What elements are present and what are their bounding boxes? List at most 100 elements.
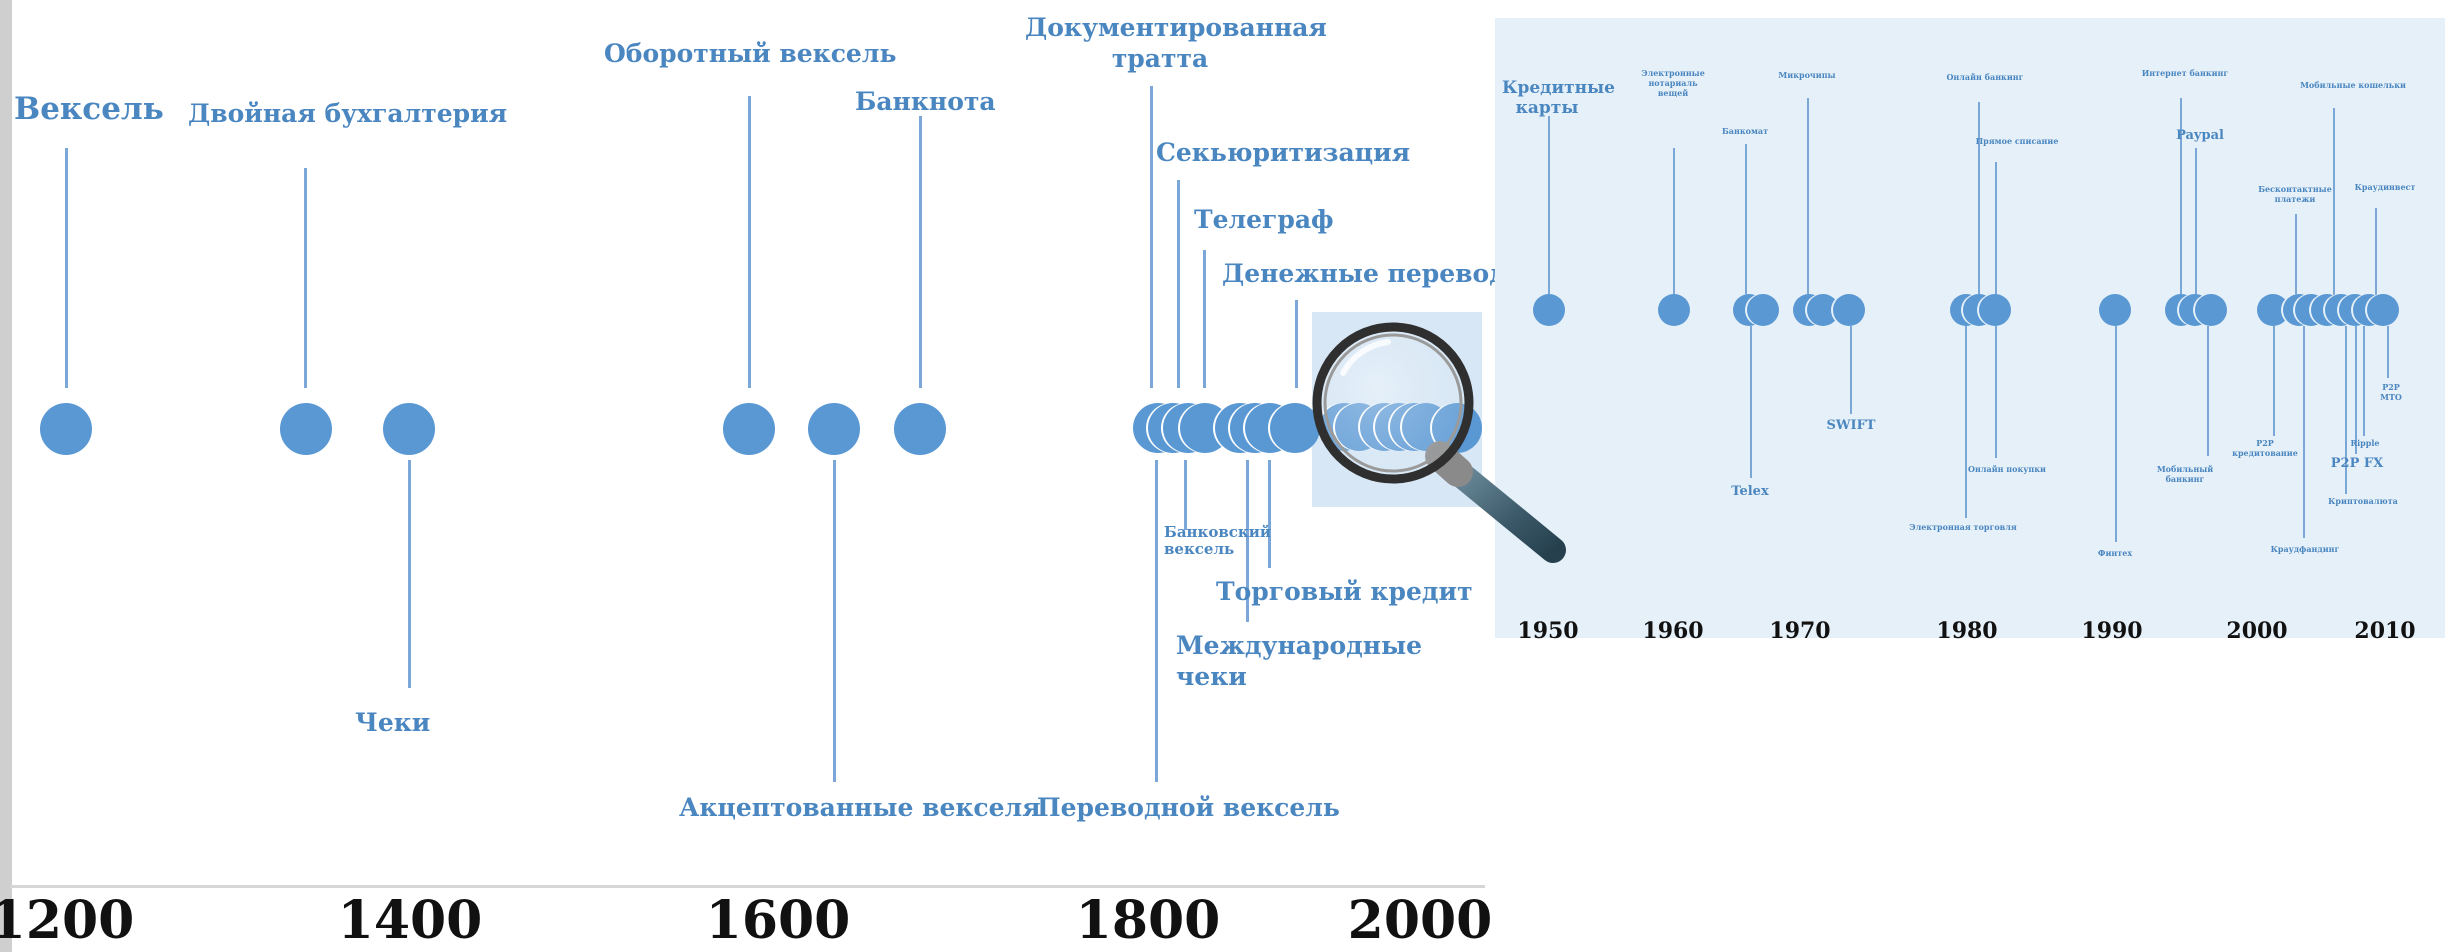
label-trade-credit: Торговый кредит <box>1216 577 1473 606</box>
stem-bank-bill <box>1184 460 1187 530</box>
rdot-direct-debit <box>1979 294 2011 326</box>
rlabel-crowdfunding: Краудфандинг <box>2270 544 2340 554</box>
rstem-bankomat <box>1745 144 1747 296</box>
rlabel-direct-debit: Прямое списание <box>1975 136 2059 146</box>
rlabel-microchips: Микрочипы <box>1778 70 1836 80</box>
raxis-year-1990: 1990 <box>2081 618 2143 644</box>
dot-money-transfers <box>1270 403 1320 453</box>
rlabel-online-shopping: Онлайн покупки <box>1968 464 2046 474</box>
label-money-transfers: Денежные переводы <box>1222 259 1531 288</box>
rlabel-fintech: Финтех <box>2097 548 2133 558</box>
axis-year-1200: 1200 <box>0 890 135 951</box>
rlabel-p2p-fx: P2P FX <box>2330 456 2384 471</box>
rlabel-telex: Telex <box>1731 484 1769 499</box>
rstem-fintech <box>2115 326 2117 542</box>
axis-year-1600: 1600 <box>705 890 851 951</box>
rlabel-internet-banking: Интернет банкинг <box>2141 68 2229 78</box>
label-banknote: Банкнота <box>855 87 996 116</box>
stem-cheques <box>408 460 411 688</box>
rstem-paypal <box>2195 148 2197 296</box>
dot-accepted-bills <box>808 403 860 455</box>
raxis-year-1950: 1950 <box>1517 618 1579 644</box>
raxis-year-1970: 1970 <box>1769 618 1831 644</box>
label-cheques: Чеки <box>355 708 431 737</box>
axis-year-2000: 2000 <box>1347 890 1493 951</box>
rdot-fintech <box>2099 294 2131 326</box>
stem-banknote <box>919 116 922 388</box>
rstem-contactless <box>2295 214 2297 296</box>
stem-negotiable-bill <box>748 96 751 388</box>
stem-intl-cheques <box>1246 460 1249 622</box>
rdot-bankomat <box>1747 294 1779 326</box>
rstem-crowdinvest <box>2375 208 2377 296</box>
stem-telegraph <box>1203 250 1206 388</box>
label-intl-cheques: Международные чеки <box>1176 631 1423 691</box>
left-border <box>0 0 12 952</box>
raxis-year-1980: 1980 <box>1936 618 1998 644</box>
rstem-crowdfunding <box>2303 326 2305 538</box>
label-telegraph: Телеграф <box>1194 205 1334 234</box>
dot-veksel <box>40 403 92 455</box>
label-transfer-bill: Переводной вексель <box>1037 793 1340 822</box>
rstem-swift <box>1850 326 1852 414</box>
rstem-p2p-mto <box>2387 326 2389 378</box>
rdot-credit-cards <box>1533 294 1565 326</box>
axis-line <box>10 885 1485 888</box>
stem-securitization <box>1177 180 1180 388</box>
stem-documented-draft <box>1150 86 1153 388</box>
rstem-mobile-wallets <box>2333 108 2335 296</box>
rlabel-swift: SWIFT <box>1826 418 1876 433</box>
rstem-telex <box>1750 326 1752 478</box>
rstem-electronic-register <box>1673 148 1675 296</box>
rlabel-crowdinvest: Краудинвест <box>2354 182 2416 192</box>
rdot-electronic-register <box>1658 294 1690 326</box>
rlabel-bankomat: Банкомат <box>1721 126 1769 136</box>
rlabel-online-banking: Онлайн банкинг <box>1946 72 2024 82</box>
rstem-online-banking <box>1978 102 1980 296</box>
stem-transfer-bill <box>1155 460 1158 782</box>
label-accepted-bills: Акцептованные векселя <box>679 793 1041 822</box>
rstem-direct-debit <box>1995 162 1997 296</box>
dot-banknote <box>894 403 946 455</box>
rstem-online-shopping <box>1995 326 1997 458</box>
label-veksel: Вексель <box>14 91 164 127</box>
label-negotiable-bill: Оборотный вексель <box>604 39 897 68</box>
rlabel-electronic-trading: Электронная торговля <box>1909 522 2017 532</box>
stem-trade-credit <box>1268 460 1271 568</box>
stem-veksel <box>65 148 68 388</box>
rlabel-cryptocurrency: Криптовалюта <box>2328 496 2398 506</box>
rdot-crowdinvest <box>2367 294 2399 326</box>
raxis-year-2010: 2010 <box>2354 618 2416 644</box>
dot-negotiable-bill <box>723 403 775 455</box>
rstem-credit-cards <box>1548 116 1550 296</box>
rstem-internet-banking <box>2180 98 2182 296</box>
dot-double-entry <box>280 403 332 455</box>
rlabel-electronic-register: Электронные нотариаль вещей <box>1641 68 1705 98</box>
rdot-mobile-banking <box>2195 294 2227 326</box>
magnifier-svg <box>1312 322 1566 563</box>
raxis-year-2000: 2000 <box>2226 618 2288 644</box>
rlabel-credit-cards: Кредитные карты <box>1502 78 1615 118</box>
label-documented-draft: Документированная тратта <box>1025 13 1327 73</box>
rlabel-mobile-banking: Мобильный банкинг <box>2156 464 2214 484</box>
rstem-ripple <box>2363 326 2365 436</box>
rlabel-contactless: Бесконтактные платежи <box>2258 184 2332 204</box>
axis-year-1400: 1400 <box>337 890 483 951</box>
stem-accepted-bills <box>833 460 836 782</box>
rstem-mobile-banking <box>2207 326 2209 456</box>
label-securitization: Секьюритизация <box>1156 138 1411 167</box>
rstem-electronic-trading <box>1965 326 1967 518</box>
rlabel-mobile-wallets: Мобильные кошельки <box>2300 80 2406 90</box>
stem-double-entry <box>304 168 307 388</box>
axis-year-1800: 1800 <box>1075 890 1221 951</box>
magnifier-icon <box>1308 318 1566 563</box>
rdot-swift <box>1833 294 1865 326</box>
label-bank-bill: Банковский вексель <box>1164 523 1271 558</box>
raxis-year-1960: 1960 <box>1642 618 1704 644</box>
rlabel-ripple: Ripple <box>2350 438 2380 448</box>
dot-cheques <box>383 403 435 455</box>
rlabel-p2p-mto: P2P MTO <box>2380 382 2402 402</box>
rstem-microchips <box>1807 98 1809 296</box>
label-double-entry: Двойная бухгалтерия <box>188 99 508 128</box>
stem-money-transfers <box>1295 300 1298 388</box>
